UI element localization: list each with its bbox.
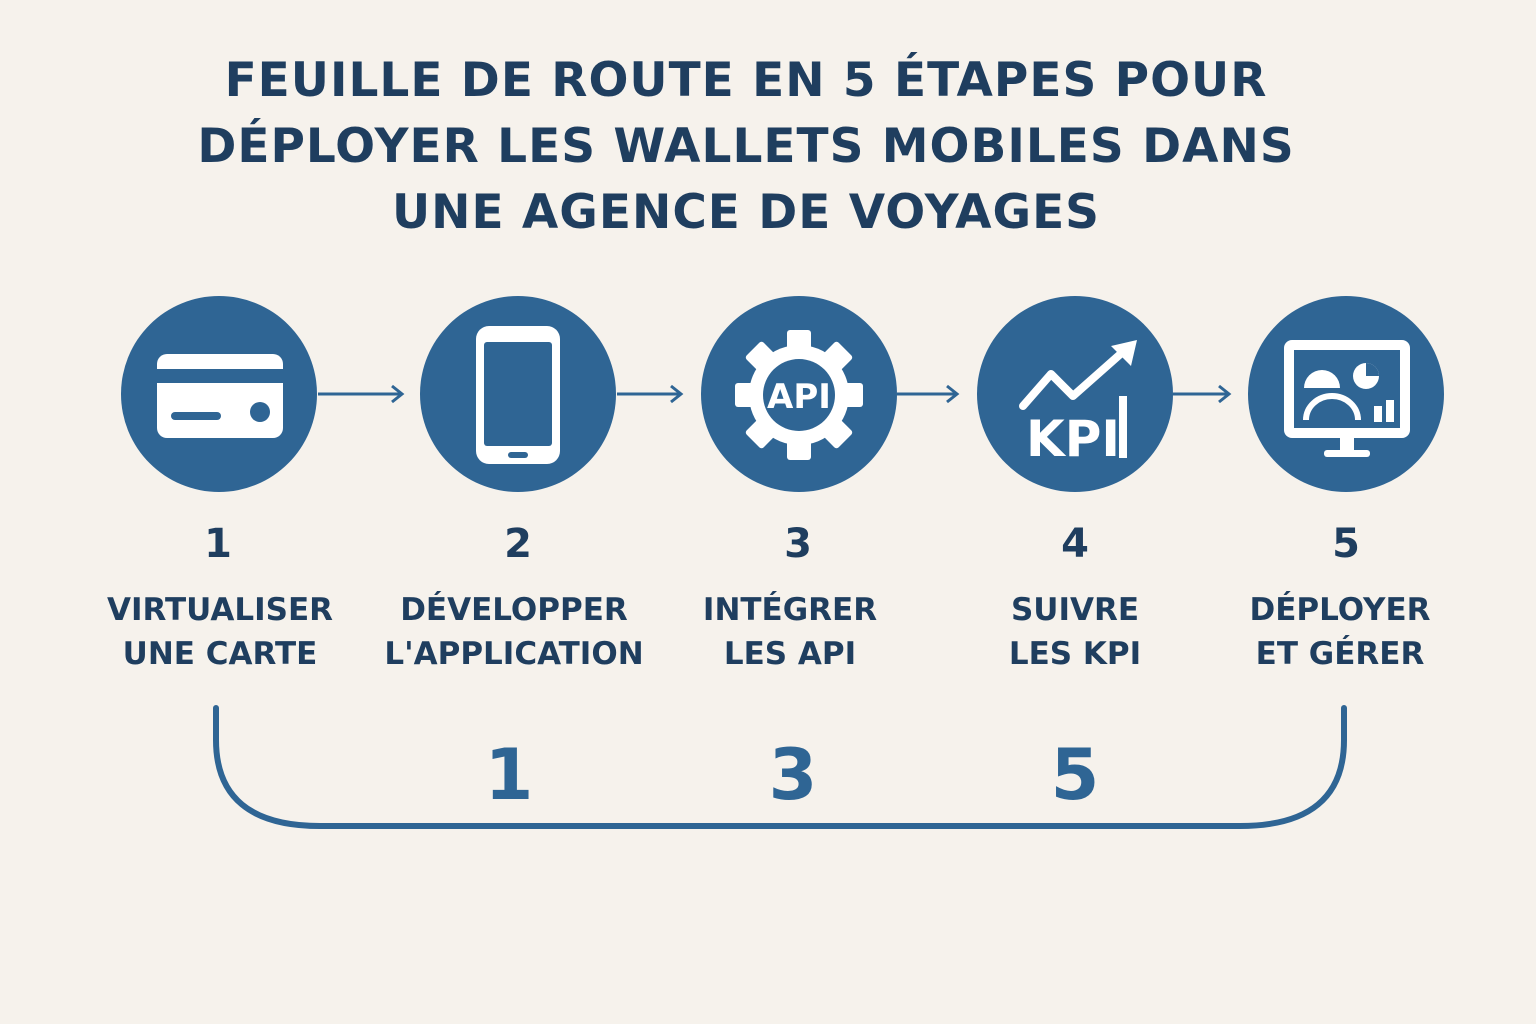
kpi-icon-text: KPI — [1026, 410, 1120, 468]
step-3-label-line-2: LES API — [723, 636, 857, 672]
step-2-label-line-1: DÉVELOPPER — [400, 592, 628, 628]
step-2-label: DÉVELOPPER L'APPLICATION — [374, 588, 654, 676]
arrow-3-4 — [897, 384, 961, 404]
title-line-2: DÉPLOYER LES WALLETS MOBILES DANS — [197, 119, 1295, 174]
step-4-label-line-2: LES KPI — [1008, 636, 1142, 672]
api-gear-icon: API — [735, 330, 863, 460]
step-4-label: SUIVRE LES KPI — [935, 588, 1215, 676]
api-icon-text: API — [767, 377, 831, 417]
step-1-label-line-2: UNE CARTE — [122, 636, 318, 672]
step-3-label: INTÉGRER LES API — [650, 588, 930, 676]
step-1-number: 1 — [204, 521, 232, 567]
step-3-number: 3 — [784, 521, 812, 567]
bracket-number-1: 1 — [484, 734, 534, 816]
step-5-label: DÉPLOYER ET GÉRER — [1200, 588, 1480, 676]
step-4-label-line-1: SUIVRE — [1010, 592, 1140, 628]
step-5-circle — [1248, 296, 1444, 492]
step-5-label-line-2: ET GÉRER — [1255, 636, 1425, 672]
step-5-label-line-1: DÉPLOYER — [1249, 592, 1431, 628]
kpi-chart-icon: KPI — [1019, 340, 1137, 468]
page-title: FEUILLE DE ROUTE EN 5 ÉTAPES POUR DÉPLOY… — [0, 48, 1492, 246]
arrow-4-5 — [1173, 384, 1233, 404]
step-2-circle — [420, 296, 616, 492]
step-5-number: 5 — [1332, 521, 1360, 567]
title-line-1: FEUILLE DE ROUTE EN 5 ÉTAPES POUR — [224, 53, 1268, 108]
arrow-2-3 — [617, 384, 685, 404]
step-4-number: 4 — [1061, 521, 1089, 567]
step-3-label-line-1: INTÉGRER — [702, 592, 878, 628]
step-1-label-line-1: VIRTUALISER — [106, 592, 334, 628]
bracket-number-2: 3 — [768, 734, 818, 816]
step-1-circle — [121, 296, 317, 492]
step-3-circle: API — [701, 296, 897, 492]
arrow-1-2 — [318, 384, 406, 404]
credit-card-icon — [157, 354, 283, 438]
step-4-circle: KPI — [977, 296, 1173, 492]
smartphone-icon — [476, 326, 560, 464]
bracket-number-3: 5 — [1050, 734, 1100, 816]
step-1-label: VIRTUALISER UNE CARTE — [80, 588, 360, 676]
step-2-label-line-2: L'APPLICATION — [384, 636, 644, 672]
step-2-number: 2 — [504, 521, 532, 567]
title-line-3: UNE AGENCE DE VOYAGES — [391, 185, 1101, 240]
dashboard-monitor-icon — [1284, 340, 1410, 457]
